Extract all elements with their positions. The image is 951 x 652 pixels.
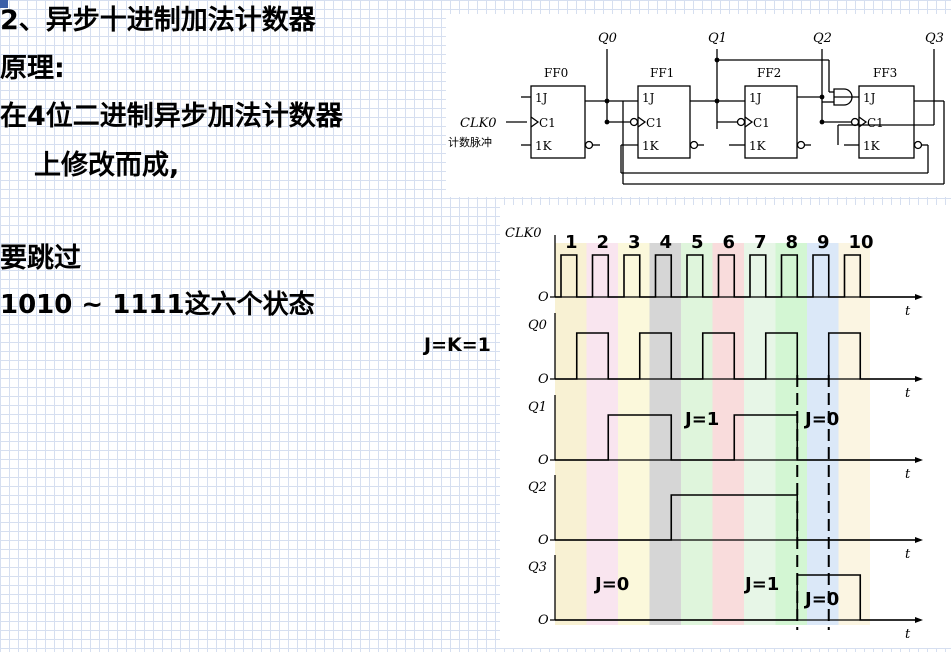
ff0-pin-j: 1J — [535, 91, 548, 105]
time-label-3: t — [905, 547, 911, 562]
clk-signal-label: CLK0 — [505, 226, 542, 241]
pulse-number-10: 10 — [849, 232, 874, 253]
ff1-label: FF1 — [650, 66, 674, 80]
circuit-q2-label: Q2 — [813, 31, 832, 46]
timing-band-9 — [807, 243, 839, 625]
principle-line-2: 上修改而成, — [34, 150, 180, 181]
circuit-q0-label: Q0 — [598, 31, 617, 46]
circuit-panel: Q0 Q1 Q2 Q3 FF0 FF1 FF2 FF3 1J C1 1K 1J … — [446, 14, 951, 197]
timing-arrow-2 — [915, 457, 923, 463]
pulse-number-8: 8 — [786, 232, 799, 253]
ff2-pin-c: C1 — [753, 116, 770, 130]
signal-label-q2: Q2 — [528, 480, 547, 495]
ff0-label: FF0 — [544, 66, 568, 80]
ff1-pin-j: 1J — [642, 91, 655, 105]
circuit-clk-label: CLK0 — [460, 116, 497, 131]
note-q1-j0: J=0 — [803, 409, 839, 430]
timing-arrow-4 — [915, 617, 923, 623]
timing-band-1 — [555, 243, 587, 625]
jk-note: J=K=1 — [424, 334, 491, 356]
ff3-pin-c: C1 — [867, 116, 884, 130]
principle-line-1: 在4位二进制异步加法计数器 — [0, 101, 343, 132]
pulse-number-9: 9 — [817, 232, 830, 253]
timing-band-5 — [681, 243, 713, 625]
ff2-label: FF2 — [757, 66, 781, 80]
signal-label-q0: Q0 — [528, 318, 547, 333]
circuit-q1-label: Q1 — [708, 31, 727, 46]
q2-waveform — [555, 494, 915, 541]
circuit-q3-label: Q3 — [925, 31, 944, 46]
origin-label-3: O — [538, 533, 549, 548]
ff0-pin-c: C1 — [539, 116, 556, 130]
timing-band-7 — [744, 243, 776, 625]
slide-title: 2、异步十进制加法计数器 — [0, 5, 316, 36]
time-label-0: t — [905, 304, 911, 319]
time-label-2: t — [905, 467, 911, 482]
timing-band-3 — [618, 243, 650, 625]
timing-band-10 — [838, 243, 870, 625]
ff1-pin-c: C1 — [646, 116, 663, 130]
pulse-number-6: 6 — [723, 232, 736, 253]
ff2-pin-j: 1J — [749, 91, 762, 105]
time-label-1: t — [905, 386, 911, 401]
skip-states: 1010 ~ 1111这六个状态 — [0, 290, 315, 320]
circuit-diagram: Q0 Q1 Q2 Q3 FF0 FF1 FF2 FF3 1J C1 1K 1J … — [448, 31, 945, 185]
timing-band-6 — [712, 243, 744, 625]
origin-label-1: O — [538, 372, 549, 387]
ff3-label: FF3 — [873, 66, 897, 80]
ff3-pin-j: 1J — [863, 91, 876, 105]
pulse-number-4: 4 — [660, 232, 673, 253]
ff2-pin-k: 1K — [749, 139, 767, 153]
time-label-4: t — [905, 627, 911, 642]
timing-band-8 — [775, 243, 807, 625]
skip-text: 要跳过 — [0, 243, 81, 274]
note-q3-j0b: J=0 — [803, 589, 839, 610]
note-q3-j1: J=1 — [743, 574, 779, 595]
ff3-pin-k: 1K — [863, 139, 881, 153]
pulse-number-3: 3 — [628, 232, 641, 253]
pulse-number-7: 7 — [754, 232, 767, 253]
timing-arrow-1 — [915, 376, 923, 382]
note-q1-j1: J=1 — [683, 409, 719, 430]
q0-waveform — [555, 332, 915, 380]
ff0-box — [530, 85, 586, 159]
pulse-number-1: 1 — [565, 232, 578, 253]
timing-band-2 — [586, 243, 618, 625]
ff0-pin-k: 1K — [535, 139, 553, 153]
timing-arrow-3 — [915, 537, 923, 543]
origin-label-0: O — [538, 290, 549, 305]
pulse-number-2: 2 — [597, 232, 610, 253]
slide-accent — [0, 0, 8, 8]
timing-arrow-0 — [915, 294, 923, 300]
signal-label-q1: Q1 — [528, 400, 547, 415]
pulse-number-5: 5 — [691, 232, 704, 253]
origin-label-4: O — [538, 613, 549, 628]
note-q3-j0a: J=0 — [593, 574, 629, 595]
principle-heading: 原理: — [0, 53, 65, 84]
pulse-label: 计数脉冲 — [448, 135, 492, 149]
timing-band-4 — [649, 243, 681, 625]
signal-label-q3: Q3 — [528, 560, 547, 575]
ff1-pin-k: 1K — [642, 139, 660, 153]
origin-label-2: O — [538, 453, 549, 468]
clk-waveform — [555, 254, 915, 298]
